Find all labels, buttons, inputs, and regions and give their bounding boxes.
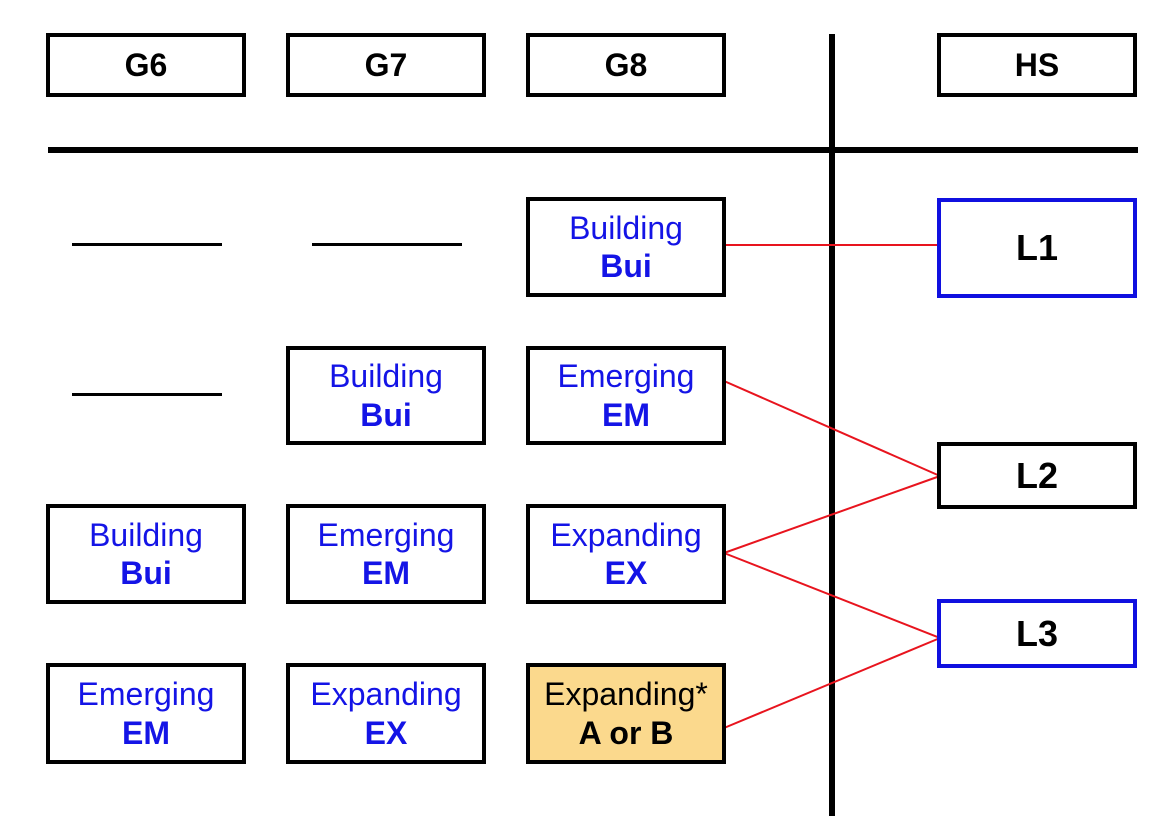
header-g6: G6	[46, 33, 246, 97]
cell-level-name: Emerging	[317, 516, 455, 553]
cell-level-code: EM	[602, 396, 650, 433]
header-g8: G8	[526, 33, 726, 97]
cell-level-name: Emerging	[77, 676, 215, 713]
cell-level-code: EX	[364, 714, 408, 751]
connector-g8-emerging-to-l2	[723, 380, 941, 477]
cell-g7-row3: Emerging EM	[286, 504, 486, 604]
cell-level-name: Expanding*	[544, 676, 708, 713]
cell-level-name: Building	[89, 516, 203, 553]
cell-level-name: Building	[569, 209, 683, 246]
cell-level-name: Expanding	[310, 676, 462, 713]
level-l1: L1	[937, 198, 1137, 298]
cell-level-code: Bui	[120, 555, 172, 591]
cell-level-code: EM	[122, 714, 170, 751]
cell-g7-row4: Expanding EX	[286, 663, 486, 764]
cell-level-name: Emerging	[557, 358, 695, 395]
cell-level-code: Bui	[360, 396, 412, 433]
empty-cell-g6-row1	[72, 243, 222, 246]
cell-g6-row4: Emerging EM	[46, 663, 246, 764]
cell-g7-row2: Building Bui	[286, 346, 486, 445]
cell-level-name: Expanding	[550, 516, 702, 553]
header-hs: HS	[937, 33, 1137, 97]
cell-g8-row3: Expanding EX	[526, 504, 726, 604]
empty-cell-g6-row2	[72, 393, 222, 396]
connector-g8-expanding-star-to-l3	[723, 637, 941, 729]
cell-level-code: EX	[604, 555, 648, 591]
cell-level-code: Bui	[600, 248, 652, 284]
cell-level-code: A or B	[578, 714, 674, 751]
cell-g8-row2: Emerging EM	[526, 346, 726, 445]
empty-cell-g7-row1	[312, 243, 462, 246]
cell-level-name: Building	[329, 358, 443, 395]
connector-g8-expanding-to-l3	[723, 552, 941, 639]
connector-g8-expanding-to-l2	[723, 475, 941, 554]
level-l2: L2	[937, 442, 1137, 509]
cell-level-code: EM	[362, 555, 410, 591]
cell-g8-row4-highlighted: Expanding* A or B	[526, 663, 726, 764]
cell-g6-row3: Building Bui	[46, 504, 246, 604]
header-g7: G7	[286, 33, 486, 97]
cell-g8-row1: Building Bui	[526, 197, 726, 297]
level-l3: L3	[937, 599, 1137, 668]
